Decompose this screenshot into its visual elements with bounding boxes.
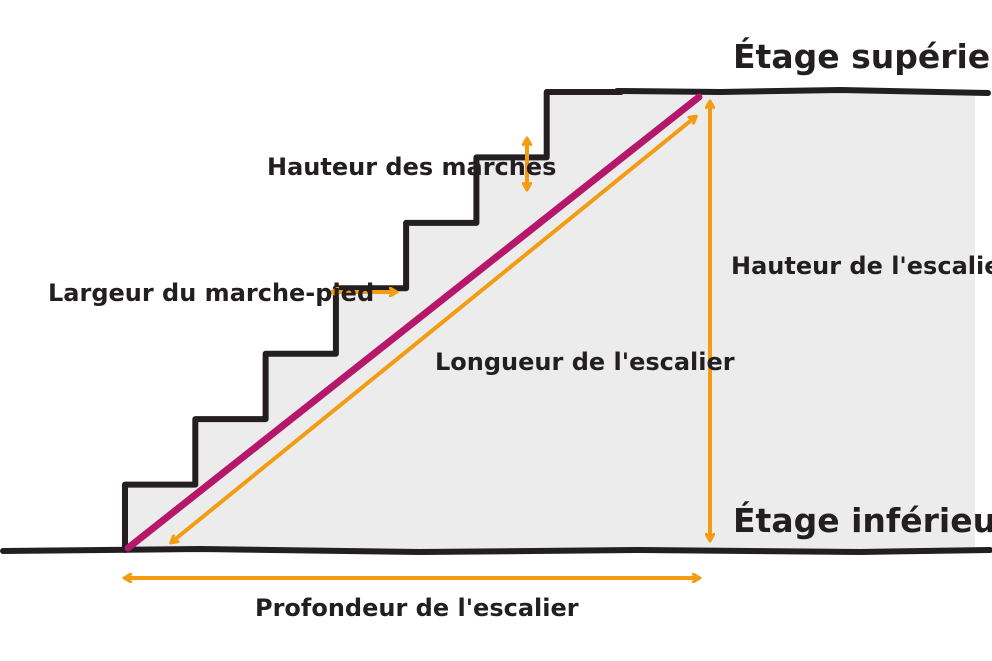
stair-length-arrow (173, 118, 694, 541)
step-height-label: Hauteur des marches (267, 153, 556, 181)
lower-floor-label: Étage inférieur (733, 500, 992, 540)
stair-length-label: Longueur de l'escalier (435, 348, 735, 376)
lower-floor-line (0, 545, 992, 556)
upper-floor-line (614, 86, 991, 96)
tread-width-label: Largeur du marche-pied (48, 279, 374, 307)
stair-height-label: Hauteur de l'escalier (731, 252, 992, 280)
stair-depth-label: Profondeur de l'escalier (255, 594, 579, 622)
upper-floor-label: Étage supérieur (733, 36, 992, 76)
